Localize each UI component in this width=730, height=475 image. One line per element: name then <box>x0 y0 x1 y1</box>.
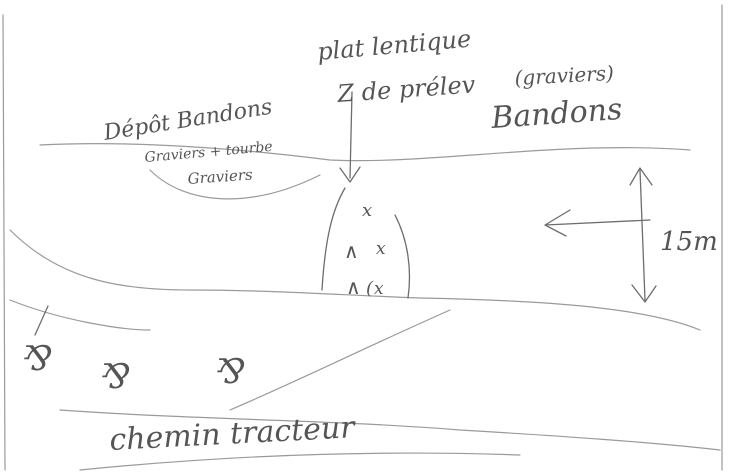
road-diagonal-edge <box>229 309 451 411</box>
dimension-arrow-vertical <box>629 167 657 303</box>
label-graviers-paren: (graviers) <box>514 61 614 90</box>
label-dimension: 15m <box>660 227 718 257</box>
sample-paren: ( <box>366 278 374 299</box>
road-lower-edge <box>79 452 521 471</box>
sample-cross-1: x <box>362 200 372 221</box>
direction-arrow-left <box>544 209 651 237</box>
bank-upper-curve <box>39 143 691 162</box>
label-depot-bandons: Dépôt Bandons <box>101 95 274 146</box>
tire-track-3: ⅋ <box>215 352 245 392</box>
label-chemin-tracteur: chemin tracteur <box>109 410 357 458</box>
tire-track-tick <box>34 305 49 336</box>
label-bandons-right: Bandons <box>489 92 623 136</box>
tire-track-1: ⅋ <box>22 339 52 379</box>
sampling-arrow <box>339 91 361 183</box>
sample-cross-2: x <box>376 239 386 259</box>
label-plat-lentique: plat lentique <box>316 25 472 66</box>
bank-middle-curve <box>9 229 701 331</box>
label-z-de-prelev: Z de prélev <box>335 70 476 108</box>
label-graviers-tourbe: Graviers + tourbe <box>144 139 273 166</box>
sample-caret-1: ∧ <box>344 239 359 263</box>
road-upper-edge <box>59 409 721 451</box>
deposit-outline-curve <box>149 169 321 200</box>
page-edge-left <box>2 14 6 471</box>
bank-lower-curve <box>9 299 151 331</box>
sample-cross-3: x <box>374 279 384 299</box>
sampling-zone-bracket-right <box>394 214 411 299</box>
tire-track-2: ⅋ <box>100 357 130 397</box>
sampling-zone-bracket-left <box>321 187 346 291</box>
sample-caret-2: ∧ <box>346 275 361 299</box>
label-graviers: Graviers <box>187 165 254 188</box>
